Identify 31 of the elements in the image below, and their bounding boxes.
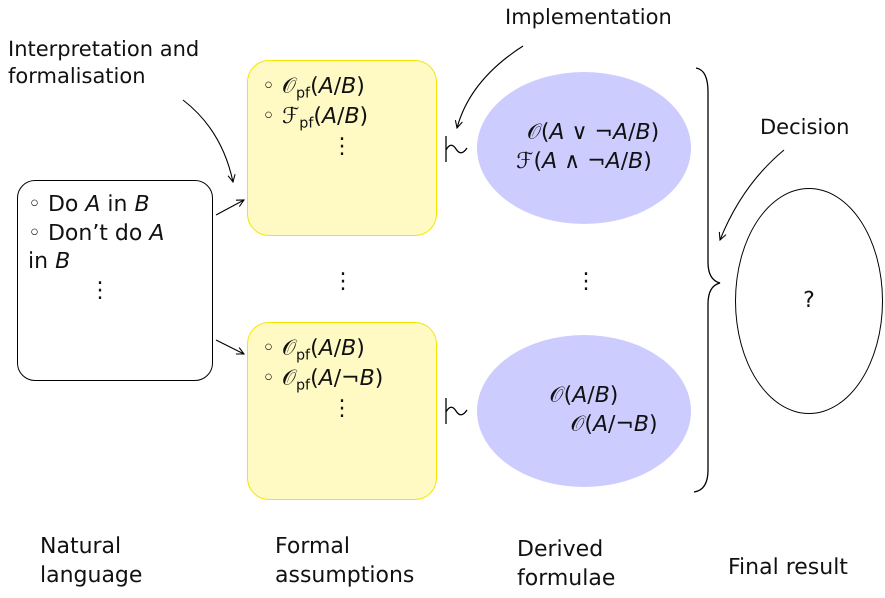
column-caption: Final result: [728, 554, 849, 582]
assumption-box: [247, 60, 437, 236]
ellipsis: ⋮: [89, 276, 111, 305]
arrow: [216, 199, 245, 216]
formula-text: ?: [803, 286, 815, 315]
formula-text: 𝒪(A/B): [550, 382, 618, 410]
annotation-label: Decision: [760, 114, 850, 141]
ellipsis: ⋮: [575, 268, 597, 296]
column-caption: Derived formulae: [517, 536, 616, 593]
formula-text: ℱ(A ∧ ¬A/B): [516, 148, 652, 176]
arrow: [455, 46, 524, 129]
formula-text: ◦ Do A in B: [28, 191, 150, 219]
arrow: [216, 340, 245, 355]
ellipsis: ⋮: [331, 132, 353, 161]
annotation-label: Implementation: [505, 4, 672, 31]
formula-text: ◦ ℱ$_{pf}$(A/B): [262, 102, 368, 133]
arrow: [182, 100, 236, 183]
formula-text: ◦ 𝒪$_{pf}$(A/¬B): [262, 364, 384, 395]
formula-text: ◦ 𝒪$_{pf}$(A/B): [262, 73, 365, 103]
ellipsis: ⋮: [331, 394, 353, 423]
arrow: [718, 150, 784, 241]
column-caption: Formal assumptions: [275, 533, 416, 590]
ellipsis: ⋮: [332, 268, 354, 296]
assumption-box: [247, 322, 437, 500]
formula-text: ◦ Don’t do A in B: [28, 220, 166, 276]
formula-text: 𝒪(A ∨ ¬A/B): [526, 119, 660, 148]
formula-text: 𝒪(A/¬B): [570, 411, 658, 439]
annotation-label: Interpretation and formalisation: [8, 36, 200, 90]
formula-text: ◦ 𝒪$_{pf}$(A/B): [262, 335, 365, 365]
column-caption: Natural language: [40, 533, 144, 590]
rounded-box: [17, 180, 213, 381]
